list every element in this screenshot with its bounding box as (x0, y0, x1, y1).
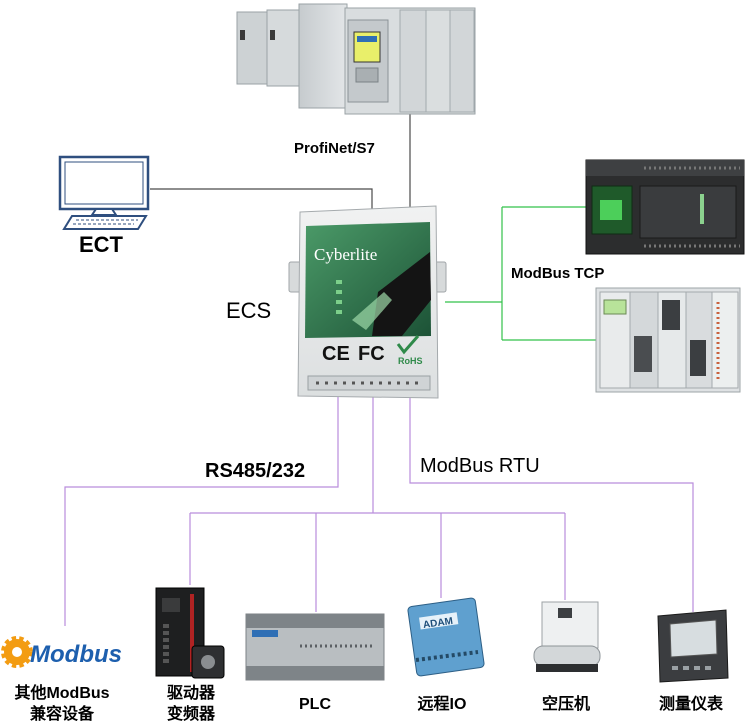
plc-module (425, 9, 451, 113)
device-label-plc: PLC (265, 694, 365, 715)
plc-module (298, 3, 348, 109)
gateway-terminal-block (307, 375, 431, 391)
device-label-line: PLC (299, 696, 331, 713)
plc-green-port (600, 200, 622, 220)
plc-logo-label (252, 630, 278, 637)
plc-terminals (644, 166, 740, 248)
plc-module (449, 9, 475, 113)
gateway-rohs-mark: RoHS (398, 356, 423, 366)
plc-display (603, 299, 627, 315)
plc-module (399, 9, 427, 113)
plc-led (270, 30, 275, 40)
modbus-tcp-label: ModBus TCP (511, 265, 605, 282)
meter-screen (669, 619, 718, 658)
device-label-line: 其他ModBus (14, 685, 110, 702)
gateway-black-accent (372, 252, 431, 336)
monitor-inner (64, 161, 144, 205)
gateway-led (336, 300, 342, 304)
servo-drive (155, 587, 225, 679)
drive-front (162, 598, 180, 612)
adam-logo-text: ADAM (422, 616, 453, 631)
gateway-light-accent (352, 292, 392, 330)
ect-computer-icon (58, 155, 150, 230)
plc-connector (662, 300, 680, 330)
rtu-line-meter (409, 394, 694, 612)
plc-top-terminal (246, 614, 384, 628)
drive-red-stripe (190, 594, 194, 672)
siemens-s7-plc (236, 3, 476, 115)
adam-body (407, 597, 485, 677)
plc-module (266, 9, 300, 87)
rs485-line-other-devices (64, 394, 339, 626)
device-label-remote-io: 远程IO (392, 694, 492, 715)
rs485-label: RS485/232 (205, 460, 306, 482)
modbus-logo-text: Modbus (30, 641, 122, 668)
motor-shaft (201, 655, 215, 669)
device-label-line: 空压机 (541, 696, 590, 713)
device-label-line: 变频器 (166, 706, 215, 723)
device-label-meter: 测量仪表 (638, 694, 744, 715)
ecs-label: ECS (226, 298, 272, 323)
gateway-led (336, 310, 342, 314)
plc-keypad (355, 67, 379, 83)
ecs-gateway-device: Cyberlite CE FC RoHS (288, 205, 447, 399)
ect-label: ECT (79, 232, 123, 257)
ect-line (150, 188, 373, 214)
modbus-gear-center (12, 647, 22, 657)
compressor-tank (533, 645, 601, 667)
modbus-rtu-label: ModBus RTU (420, 455, 540, 477)
rohs-check-icon (396, 335, 420, 355)
keyboard-keys (73, 219, 138, 225)
adam-label (419, 612, 459, 630)
device-label-line: 驱动器 (166, 685, 215, 702)
modicon-plc (595, 287, 741, 393)
gateway-fc-mark: FC (358, 343, 385, 365)
plc-display-inner (357, 36, 377, 42)
gateway-led (336, 290, 342, 294)
compact-plc (245, 613, 385, 681)
plc-connector (634, 336, 652, 372)
plc-connector (690, 340, 706, 376)
device-label-line: 测量仪表 (658, 696, 723, 713)
adam-terminals (415, 650, 479, 662)
gateway-led (336, 280, 342, 284)
plc-module (711, 291, 739, 389)
air-compressor (533, 601, 601, 672)
modbus-logo: Modbus (1, 636, 122, 668)
schneider-m221-plc (585, 159, 745, 255)
monitor-stand (90, 208, 118, 216)
plc-front-panel (639, 185, 737, 239)
profinet-label: ProfiNet/S7 (294, 140, 375, 157)
device-label-line: 兼容设备 (29, 706, 94, 723)
plc-led (240, 30, 245, 40)
device-label-line: 远程IO (417, 696, 467, 713)
compressor-panel (558, 608, 572, 618)
plc-led-strip (700, 194, 704, 224)
device-label-other-modbus: 其他ModBus 兼容设备 (0, 683, 124, 725)
gateway-ce-mark: CE (322, 343, 350, 365)
compressor-base (536, 664, 598, 672)
adam-remote-io: ADAM (407, 597, 485, 677)
plc-bottom-terminal (246, 666, 384, 680)
device-label-compressor: 空压机 (516, 694, 616, 715)
connection-lines (64, 113, 694, 626)
device-label-drive: 驱动器 变频器 (141, 683, 241, 725)
plc-module (236, 11, 268, 85)
power-meter (657, 609, 729, 683)
gateway-brand: Cyberlite (314, 245, 377, 264)
keyboard (62, 215, 148, 230)
